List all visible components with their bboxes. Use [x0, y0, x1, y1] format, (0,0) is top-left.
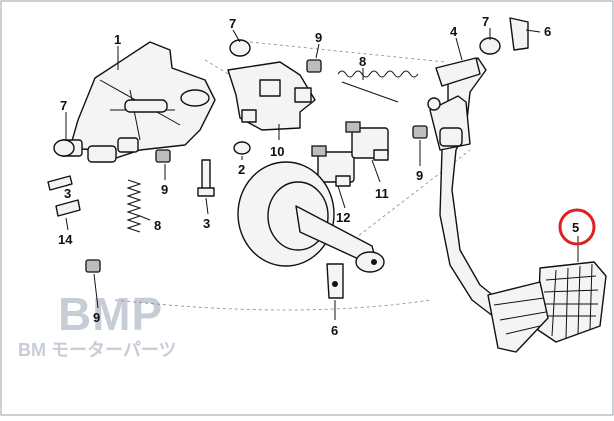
- callout-14: 14: [58, 232, 73, 247]
- brake-booster: [237, 161, 385, 273]
- callout-3-left: 3: [64, 186, 71, 201]
- callout-1: 1: [114, 32, 121, 47]
- callout-10: 10: [270, 144, 284, 159]
- callout-5: 5: [572, 220, 579, 235]
- callout-2: 2: [238, 162, 245, 177]
- pedal-pad: [487, 261, 607, 353]
- brake-pedal-arm: [427, 57, 506, 321]
- callout-9-top: 9: [315, 30, 322, 45]
- callout-leaders: [65, 28, 579, 320]
- highlight-circle: [558, 208, 596, 246]
- clutch-switch: [345, 121, 389, 161]
- callout-3-mid: 3: [203, 216, 210, 231]
- callout-labels: 1 7 9 8 4 7 6 7 10 2 9 9 3 11 12 3 8 14 …: [58, 14, 579, 338]
- return-spring-upper: [337, 70, 419, 103]
- callout-8-top: 8: [359, 54, 366, 69]
- small-hardware: [47, 17, 529, 273]
- watermark-caption: BM モーターパーツ: [18, 340, 176, 360]
- return-spring-lower: [126, 179, 142, 233]
- guide-lines: [114, 41, 471, 311]
- callout-7-top: 7: [229, 16, 236, 31]
- callout-8-lower: 8: [154, 218, 161, 233]
- callout-4: 4: [450, 24, 458, 39]
- brake-light-switch: [311, 145, 355, 187]
- callout-11: 11: [375, 186, 389, 201]
- retaining-clip-lower: [326, 263, 344, 299]
- watermark-logo: BMP: [58, 288, 163, 340]
- callout-7-right: 7: [482, 14, 489, 29]
- callout-9-right: 9: [416, 168, 423, 183]
- callout-12: 12: [336, 210, 350, 225]
- callout-6-top: 6: [544, 24, 551, 39]
- watermark: BMP BM モーターパーツ: [18, 288, 176, 360]
- callout-7-left: 7: [60, 98, 67, 113]
- switch-bracket: [227, 61, 316, 131]
- callout-9-mid: 9: [161, 182, 168, 197]
- callout-6-bottom: 6: [331, 323, 338, 338]
- callout-9-bottom: 9: [93, 310, 100, 325]
